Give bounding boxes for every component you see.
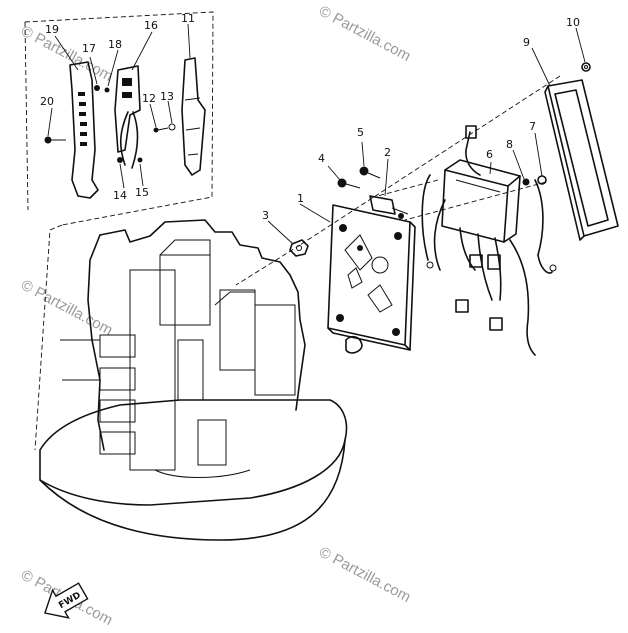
callout-2: 2 — [384, 146, 391, 159]
part-10-grommet — [581, 62, 591, 72]
part-14-screw — [117, 157, 123, 163]
assembly-alignment-lines — [235, 75, 561, 286]
fwd-arrow: FWD — [44, 582, 89, 619]
callout-8: 8 — [506, 138, 513, 151]
part-5-screw — [359, 166, 381, 179]
callout-11: 11 — [181, 12, 195, 25]
part-12-screw — [153, 127, 159, 133]
part-13-washer — [168, 123, 176, 131]
part-3-nut — [289, 239, 309, 257]
engine-block-outline — [39, 219, 348, 541]
part-11-bracket — [181, 57, 206, 176]
part-4-screw — [337, 178, 361, 189]
part-15-washer — [137, 157, 143, 163]
part-18-nut — [104, 87, 110, 93]
part-17-washer — [94, 85, 100, 91]
callout-15: 15 — [135, 186, 149, 199]
part-8-nut — [522, 178, 530, 186]
callout-17: 17 — [82, 42, 96, 55]
callout-18: 18 — [108, 38, 122, 51]
callout-1: 1 — [297, 192, 304, 205]
watermark-bottom-right: © Partzilla.com — [316, 544, 413, 606]
callout-14: 14 — [113, 189, 127, 202]
callout-labels: 1 2 3 4 5 6 7 8 9 10 11 12 13 14 15 16 1… — [40, 12, 580, 222]
part-6-module — [421, 125, 557, 356]
callout-10: 10 — [566, 16, 580, 29]
inset-box — [24, 11, 214, 451]
part-16-bracket — [114, 65, 141, 169]
callout-7: 7 — [529, 120, 536, 133]
part-9-cover — [544, 79, 619, 241]
inset-small-parts — [44, 85, 176, 163]
part-20-screw — [44, 136, 52, 144]
callout-12: 12 — [142, 92, 156, 105]
part-2-connector — [369, 195, 409, 219]
watermark-middle-left: © Partzilla.com — [18, 277, 115, 339]
part-19-bracket — [69, 61, 99, 199]
callout-4: 4 — [318, 152, 325, 165]
callout-16: 16 — [144, 19, 158, 32]
callout-20: 20 — [40, 95, 54, 108]
callout-19: 19 — [45, 23, 59, 36]
callout-9: 9 — [523, 36, 530, 49]
callout-5: 5 — [357, 126, 364, 139]
callout-3: 3 — [262, 209, 269, 222]
callout-13: 13 — [160, 90, 174, 103]
callout-6: 6 — [486, 148, 493, 161]
watermark-top-right: © Partzilla.com — [316, 3, 413, 65]
part-1-plate — [327, 204, 416, 354]
leader-lines — [47, 23, 586, 245]
